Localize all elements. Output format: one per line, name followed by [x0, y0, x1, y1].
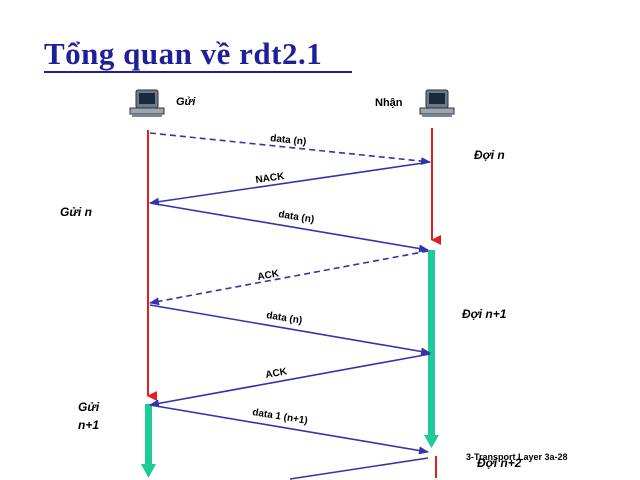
- footer-text: 3-Transport Layer 3a-28: [466, 452, 568, 462]
- message-label: data (n): [266, 310, 303, 327]
- annotation-wait-n2: Đợi n+2: [477, 456, 522, 470]
- sender-label: Gửi: [176, 96, 196, 108]
- message-arrow: [149, 404, 429, 455]
- computer-icon: [129, 89, 165, 117]
- message-label: data (n): [270, 133, 307, 148]
- sender-wait-bar: [141, 404, 156, 478]
- message-arrow: [149, 353, 431, 408]
- annotation-wait-n: Đợi n: [474, 148, 505, 162]
- message-arrow: [149, 250, 429, 306]
- message-arrow: [149, 304, 431, 356]
- slide-title: Tổng quan về rdt2.1: [44, 36, 323, 71]
- annotation-send-n1-line2: n+1: [78, 418, 100, 432]
- annotation-send-n1: Gửi n+1: [78, 398, 99, 434]
- annotation-wait-n1: Đợi n+1: [462, 307, 507, 321]
- message-label: ACK: [265, 366, 289, 381]
- annotation-send-n1-line1: Gửi: [78, 400, 100, 414]
- message-label: data (n): [278, 209, 315, 226]
- computer-icon: [419, 89, 455, 117]
- message-arrow: [149, 132, 431, 166]
- message-label: ACK: [257, 268, 281, 283]
- message-arrow: [149, 202, 429, 253]
- message-arrow: [149, 161, 431, 206]
- annotation-send-n: Gửi n: [60, 205, 92, 219]
- title-underline: [44, 71, 352, 73]
- receiver-wait-bar: [424, 250, 439, 448]
- receiver-label: Nhận: [375, 97, 403, 109]
- message-label: NACK: [255, 171, 286, 186]
- message-arrow-partial: [289, 457, 429, 480]
